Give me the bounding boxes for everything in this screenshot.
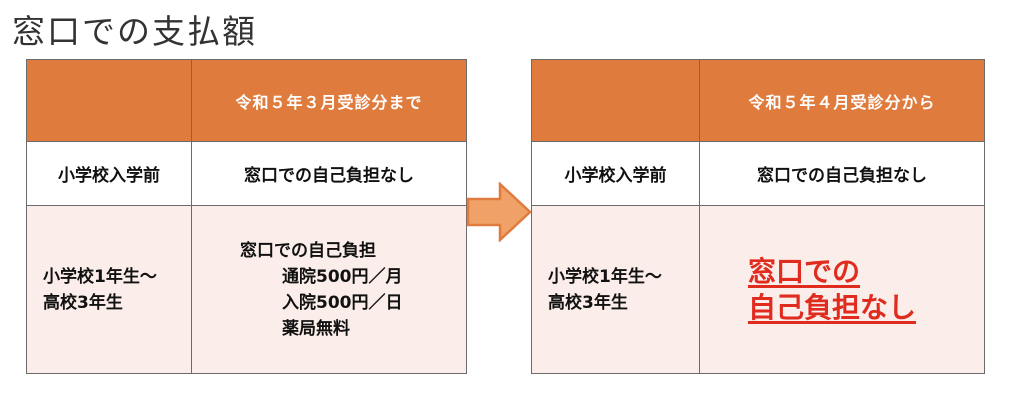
table-row: 小学校入学前 窓口での自己負担なし	[26, 141, 467, 206]
page-title: 窓口での支払額	[12, 12, 257, 51]
row-label-school-age: 小学校1年生～ 高校3年生	[26, 205, 192, 374]
copay-detail-inpatient: 入院500円／日	[282, 292, 403, 313]
table-header-row: 令和５年３月受診分まで	[26, 59, 467, 142]
after-period-header: 令和５年４月受診分から	[699, 59, 985, 142]
after-fee-table: 令和５年４月受診分から 小学校入学前 窓口での自己負担なし 小学校1年生～ 高校…	[531, 59, 985, 374]
highlight-line: 自己負担なし	[748, 290, 917, 324]
row-label-line: 小学校1年生～	[43, 266, 157, 287]
copay-detail-list: 窓口での自己負担 通院500円／月 入院500円／日 薬局無料	[192, 238, 466, 342]
row-label-line: 高校3年生	[43, 292, 123, 313]
right-arrow-icon	[466, 182, 532, 242]
before-fee-table: 令和５年３月受診分まで 小学校入学前 窓口での自己負担なし 小学校1年生～ 高校…	[26, 59, 467, 374]
copay-detail-heading: 窓口での自己負担	[240, 240, 376, 261]
highlight-line: 窓口での	[748, 254, 861, 288]
copay-detail-pharmacy: 薬局無料	[282, 318, 350, 339]
table-row: 小学校入学前 窓口での自己負担なし	[531, 141, 985, 206]
table-header-row: 令和５年４月受診分から	[531, 59, 985, 142]
row-label-school-age: 小学校1年生～ 高校3年生	[531, 205, 700, 374]
row-value-school-age: 窓口での自己負担 通院500円／月 入院500円／日 薬局無料	[191, 205, 467, 374]
row-value-preschool: 窓口での自己負担なし	[191, 141, 467, 206]
row-label-preschool: 小学校入学前	[531, 141, 700, 206]
header-empty-cell	[26, 59, 192, 142]
row-value-school-age: 窓口での 自己負担なし	[699, 205, 985, 374]
row-label-line: 高校3年生	[548, 292, 628, 313]
copay-detail-outpatient: 通院500円／月	[282, 266, 403, 287]
table-row: 小学校1年生～ 高校3年生 窓口での自己負担 通院500円／月 入院500円／日…	[26, 205, 467, 374]
row-label-line: 小学校1年生～	[548, 266, 662, 287]
header-empty-cell	[531, 59, 700, 142]
row-label-preschool: 小学校入学前	[26, 141, 192, 206]
table-row: 小学校1年生～ 高校3年生 窓口での 自己負担なし	[531, 205, 985, 374]
before-period-header: 令和５年３月受診分まで	[191, 59, 467, 142]
no-copay-highlight: 窓口での 自己負担なし	[700, 254, 984, 326]
row-value-preschool: 窓口での自己負担なし	[699, 141, 985, 206]
